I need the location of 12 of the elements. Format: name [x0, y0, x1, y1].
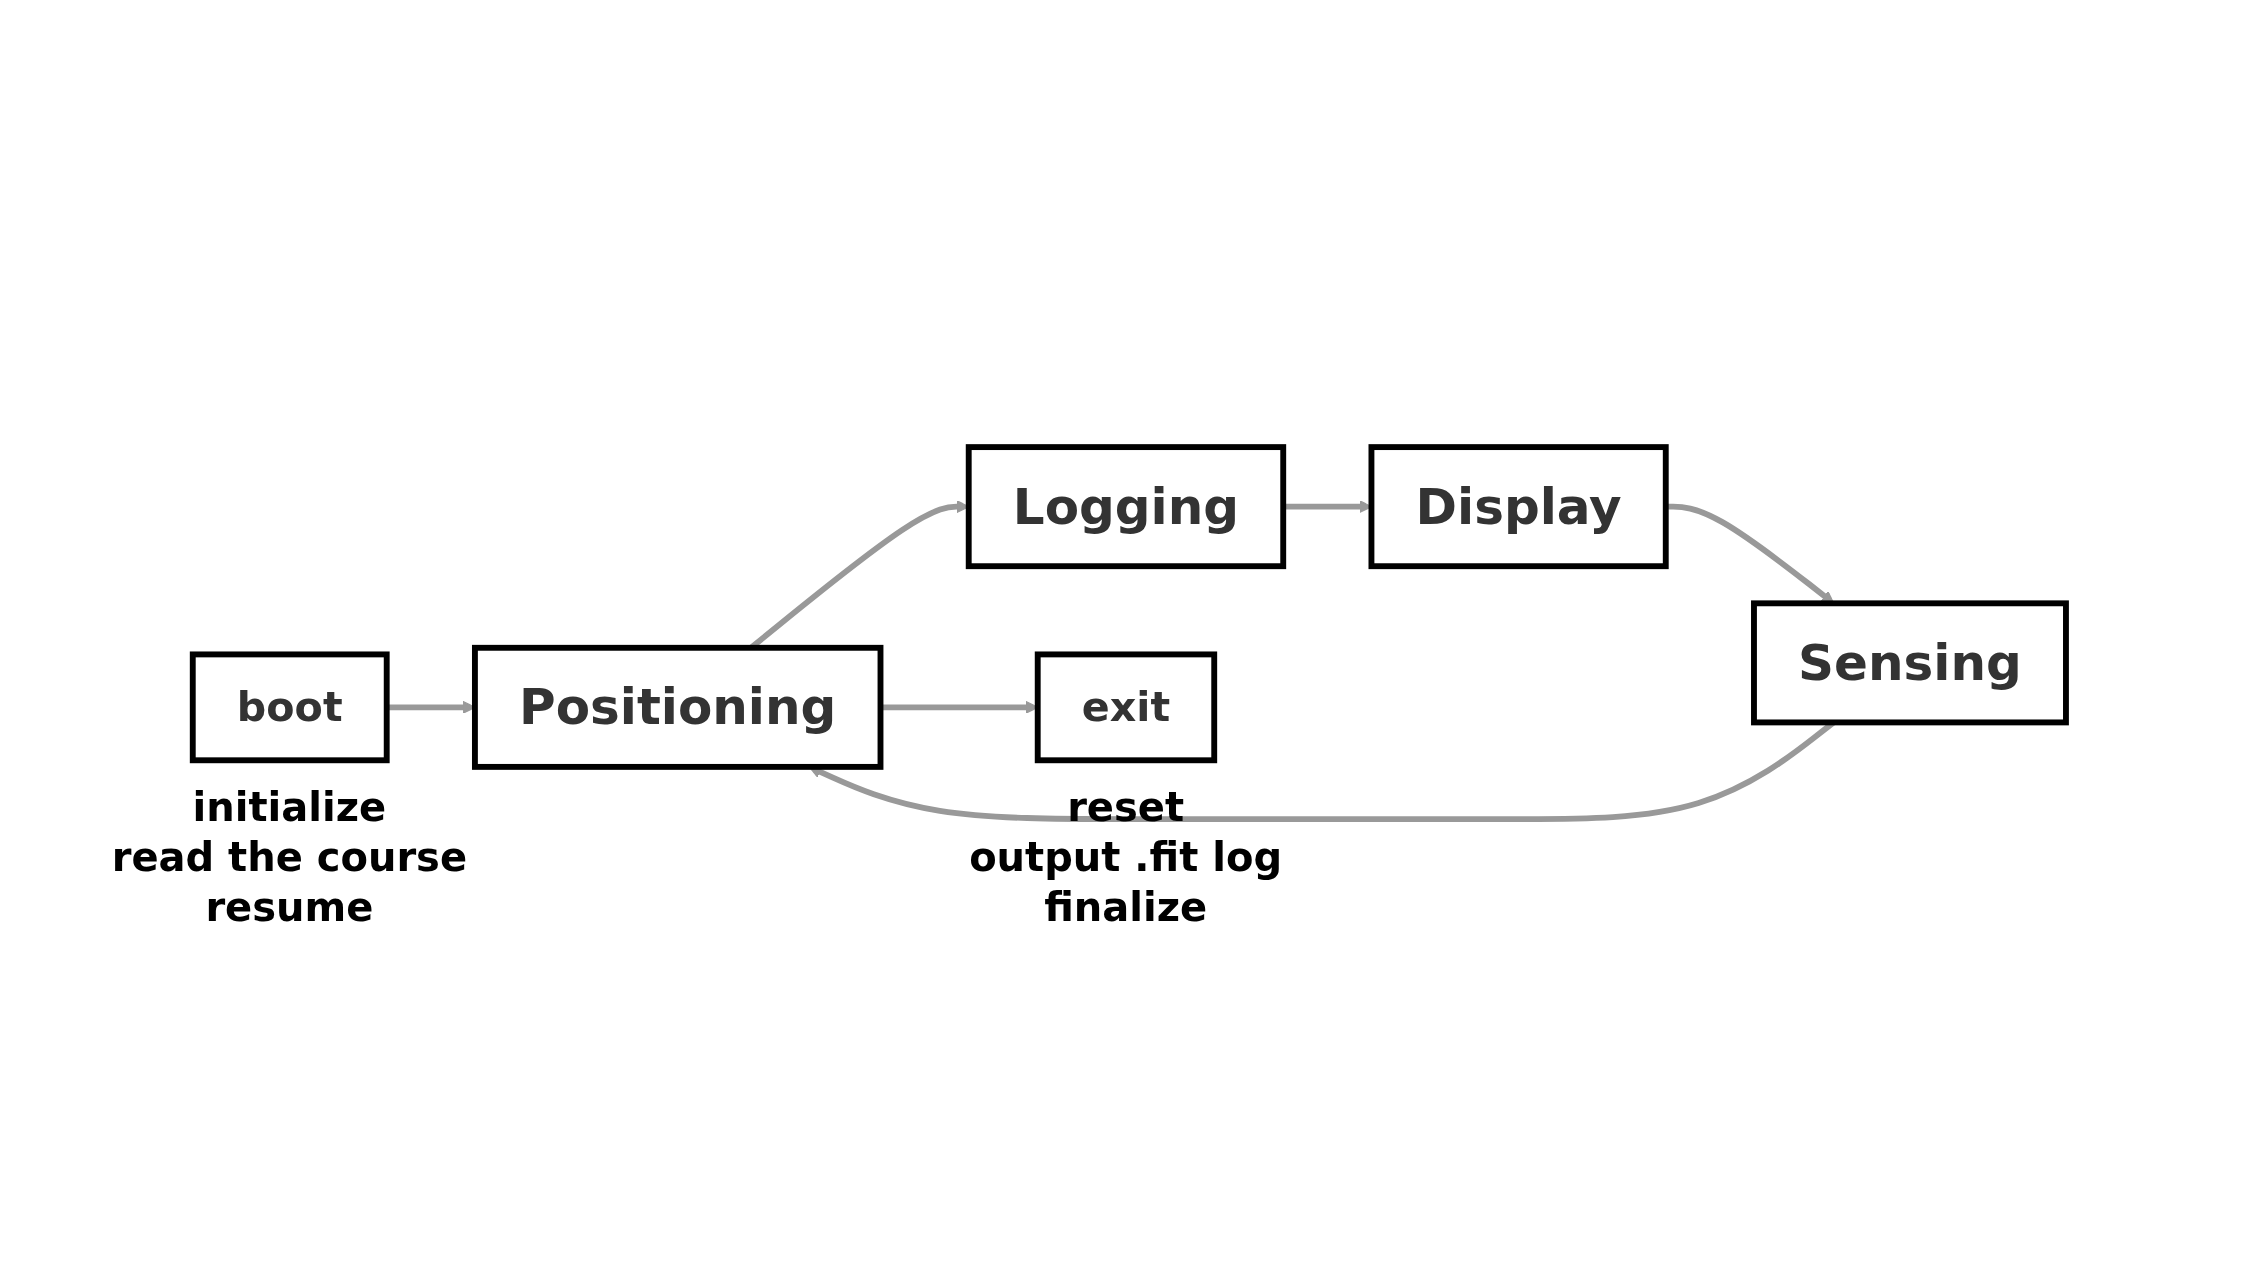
node-box: Sensing [1750, 600, 2069, 726]
node-box: Logging [965, 444, 1286, 570]
caption-text: output .fit log [969, 834, 1283, 881]
caption-text: read the course [111, 834, 468, 881]
caption-text: reset [1067, 784, 1185, 831]
caption-text: initialize [192, 784, 387, 831]
node-box: Positioning [471, 644, 884, 770]
node-box: boot [189, 651, 390, 764]
caption-text: finalize [1044, 884, 1208, 931]
caption-text: resume [205, 884, 374, 931]
node-box: Display [1368, 444, 1669, 570]
node-box: exit [1034, 651, 1217, 764]
